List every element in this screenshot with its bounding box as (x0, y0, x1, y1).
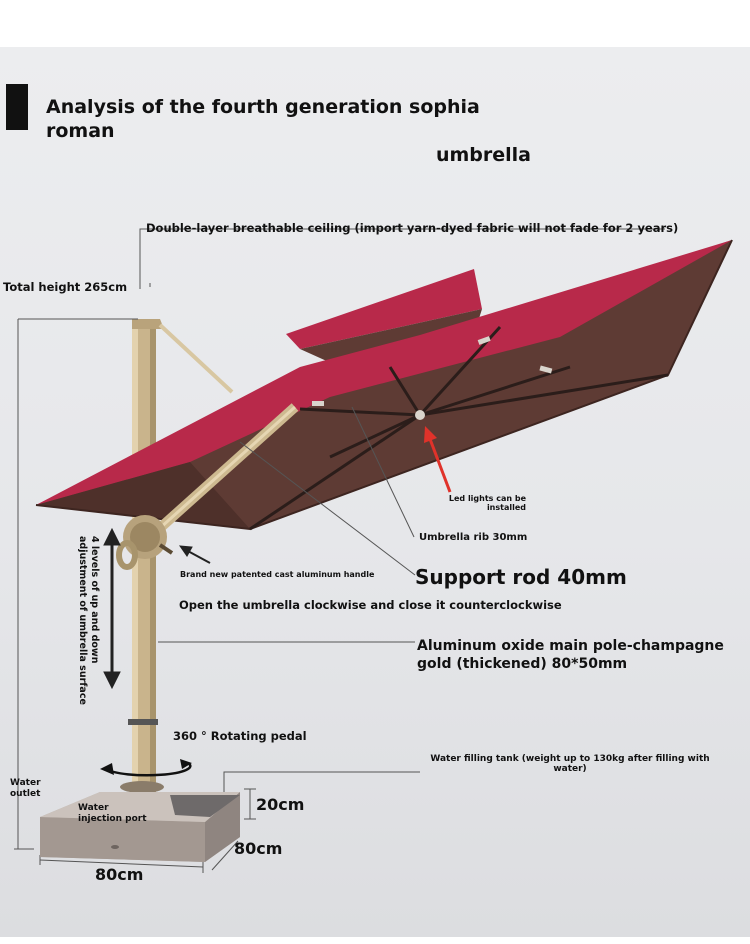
total-height-label: Total height 265cm (3, 280, 128, 294)
umbrella-illustration (14, 228, 733, 873)
water-tank-base (40, 792, 240, 862)
main-canopy (36, 240, 732, 505)
upper-canopy (286, 269, 482, 349)
pedal-label: 360 ° Rotating pedal (173, 729, 307, 743)
water-injection-label: Water injection port (78, 803, 147, 824)
product-diagram: Analysis of the fourth generation sophia… (0, 47, 750, 937)
adjustment-label: 4 levels of up and down adjustment of um… (77, 536, 100, 705)
rib-label: Umbrella rib 30mm (419, 532, 528, 543)
adjustment-arrow (103, 527, 121, 690)
main-pole-label: Aluminum oxide main pole-champagne gold … (417, 638, 724, 672)
led-arrow (424, 426, 452, 493)
open-close-label: Open the umbrella clockwise and close it… (179, 598, 562, 612)
handle-label: Brand new patented cast aluminum handle (180, 570, 375, 579)
led-label: Led lights can be installed (448, 494, 526, 512)
page-title: Analysis of the fourth generation sophia… (46, 95, 531, 166)
handle-arrow (178, 545, 211, 564)
dimension-width: 80cm (95, 865, 144, 884)
support-rod-label: Support rod 40mm (415, 565, 627, 589)
cast-aluminum-handle (116, 515, 174, 570)
water-outlet-label: Water outlet (10, 778, 41, 799)
umbrella-ribs (249, 325, 669, 531)
dimension-height: 20cm (256, 795, 305, 814)
title-accent-bar (6, 84, 28, 130)
rotation-arrow (105, 761, 192, 777)
tank-label: Water filling tank (weight up to 130kg a… (430, 754, 710, 774)
dimension-depth: 80cm (234, 839, 283, 858)
ceiling-label: Double-layer breathable ceiling (import … (146, 221, 679, 235)
